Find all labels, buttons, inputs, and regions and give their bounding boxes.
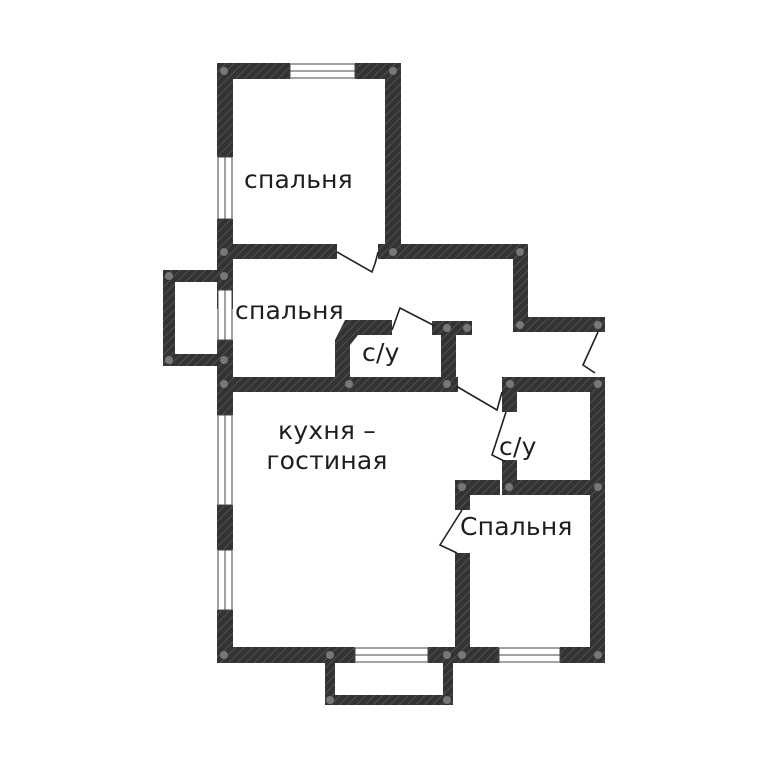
doors [336, 251, 599, 554]
kitchen-label-line1: кухня – [278, 416, 376, 445]
window-top-bedroom-left [217, 156, 233, 220]
room-label-kitchen-living: кухня – гостиная [262, 416, 392, 476]
columns [165, 67, 602, 704]
door-entry [581, 331, 599, 374]
room-label-bedroom-middle: спальня [235, 296, 344, 325]
door-bathroom-1 [391, 306, 436, 331]
room-label-bathroom-1: с/у [362, 338, 400, 367]
window-bedroom-right-bottom [498, 647, 561, 663]
door-kitchen-hall [455, 385, 503, 412]
walls [163, 63, 605, 705]
kitchen-label-line2: гостиная [266, 446, 388, 475]
window-kitchen-left-2 [217, 549, 233, 611]
room-label-bedroom-right: Спальня [460, 512, 573, 541]
window-middle-bedroom-left [217, 289, 233, 341]
window-kitchen-left-1 [217, 414, 233, 506]
door-top-bedroom [336, 251, 379, 274]
room-label-bathroom-2: с/у [499, 432, 537, 461]
door-bedroom-right [438, 509, 463, 554]
window-kitchen-bottom [354, 647, 429, 663]
door-bathroom-2 [491, 411, 507, 463]
windows [217, 63, 561, 663]
window-top [289, 63, 356, 79]
room-label-bedroom-top: спальня [244, 165, 353, 194]
